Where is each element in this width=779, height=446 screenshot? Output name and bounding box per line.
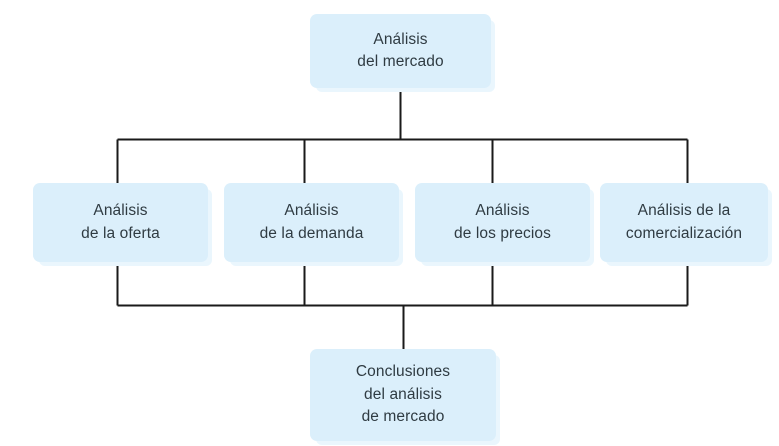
node-conclusiones-del-analisis-de-mercado-label: Conclusiones del análisis de mercado: [355, 363, 451, 426]
node-analisis-de-los-precios[interactable]: Análisis de los precios: [415, 183, 590, 262]
node-analisis-de-la-demanda-label: Análisis de la demanda: [259, 202, 364, 242]
node-analisis-de-la-comercializacion[interactable]: Análisis de la comercialización: [600, 183, 768, 262]
node-analisis-del-mercado-label: Análisis del mercado: [357, 30, 444, 70]
node-analisis-de-los-precios-label: Análisis de los precios: [453, 202, 552, 242]
node-analisis-de-la-oferta-label: Análisis de la oferta: [81, 202, 160, 242]
node-analisis-del-mercado[interactable]: Análisis del mercado: [310, 14, 491, 88]
node-conclusiones-del-analisis-de-mercado[interactable]: Conclusiones del análisis de mercado: [310, 349, 496, 441]
node-analisis-de-la-demanda[interactable]: Análisis de la demanda: [224, 183, 399, 262]
node-analisis-de-la-comercializacion-label: Análisis de la comercialización: [625, 202, 743, 242]
node-analisis-de-la-oferta[interactable]: Análisis de la oferta: [33, 183, 208, 262]
